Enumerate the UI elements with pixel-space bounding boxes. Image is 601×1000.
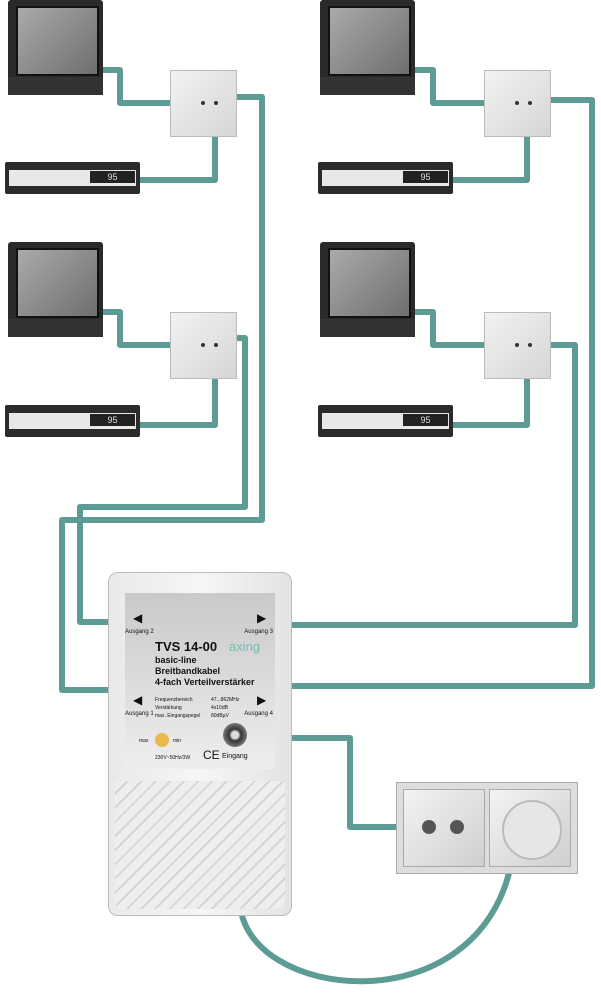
spec-value: 4x10dB <box>211 705 228 711</box>
tv-3 <box>320 0 415 95</box>
vent-grille <box>115 781 285 909</box>
output-3-label: Ausgang 3 <box>244 629 273 635</box>
arrow-left-icon: ◀ <box>133 611 143 625</box>
cable-outlet1-amp <box>59 94 265 693</box>
receiver-display: 95 <box>403 414 448 426</box>
output-1-label: Ausgang 1 <box>125 711 154 717</box>
cable-tv3 <box>413 67 512 106</box>
output-2-label: Ausgang 2 <box>125 629 154 635</box>
dial-min-label: min <box>173 738 182 744</box>
tv-4 <box>320 242 415 337</box>
antenna-socket <box>403 789 485 867</box>
arrow-right-icon: ▶ <box>257 611 267 625</box>
tv-2 <box>8 242 103 337</box>
power-socket <box>489 789 571 867</box>
arrow-left-icon: ◀ <box>133 693 143 707</box>
receiver-4: 95 <box>318 405 453 437</box>
model: TVS 14-00 <box>155 639 218 654</box>
receiver-2: 95 <box>5 405 140 437</box>
product-desc: 4-fach Verteilverstärker <box>155 677 255 687</box>
ce-mark: CE <box>203 748 220 762</box>
power-cable <box>237 859 515 985</box>
gain-dial[interactable] <box>155 733 169 747</box>
power-spec: 230V~50Hz/3W <box>155 755 191 761</box>
wall-outlet-2 <box>170 312 237 379</box>
cable-input <box>235 735 420 830</box>
receiver-display: 95 <box>90 171 135 183</box>
radio-port <box>450 820 464 834</box>
tv-port <box>422 820 436 834</box>
receiver-1: 95 <box>5 162 140 194</box>
input-label: Eingang <box>222 753 248 760</box>
cable-tv4 <box>413 309 512 348</box>
input-connector <box>223 723 247 747</box>
wall-socket-combo <box>396 782 578 874</box>
output-4-label: Ausgang 4 <box>244 711 273 717</box>
tv-1 <box>8 0 103 95</box>
wall-outlet-1 <box>170 70 237 137</box>
receiver-display: 95 <box>90 414 135 426</box>
spec-key: max. Eingangspegel <box>155 713 201 719</box>
cable-outlet2-amp <box>77 335 248 625</box>
cable-tv2 <box>100 309 200 348</box>
spec-key: Verstärkung <box>155 705 182 711</box>
wall-outlet-3 <box>484 70 551 137</box>
distribution-amplifier: ◀ Ausgang 2 ▶ Ausgang 3 TVS 14-00 axing … <box>108 572 292 916</box>
receiver-display: 95 <box>403 171 448 183</box>
brand-logo: axing <box>229 639 261 654</box>
schuko-outlet <box>502 800 562 860</box>
receiver-3: 95 <box>318 162 453 194</box>
cable-outlet4-amp <box>290 342 578 628</box>
cable-tv1 <box>100 67 200 106</box>
arrow-right-icon: ▶ <box>257 693 267 707</box>
product-line: basic-line <box>155 655 197 665</box>
spec-key: Frequenzbereich <box>155 697 193 703</box>
amplifier-label: ◀ Ausgang 2 ▶ Ausgang 3 TVS 14-00 axing … <box>125 593 275 769</box>
spec-value: 80dBµV <box>211 713 229 719</box>
spec-value: 47...862MHz <box>211 697 240 703</box>
product-type: Breitbandkabel <box>155 666 221 676</box>
dial-max-label: max <box>139 738 149 744</box>
cable-outlet3-amp <box>290 97 595 689</box>
wall-outlet-4 <box>484 312 551 379</box>
